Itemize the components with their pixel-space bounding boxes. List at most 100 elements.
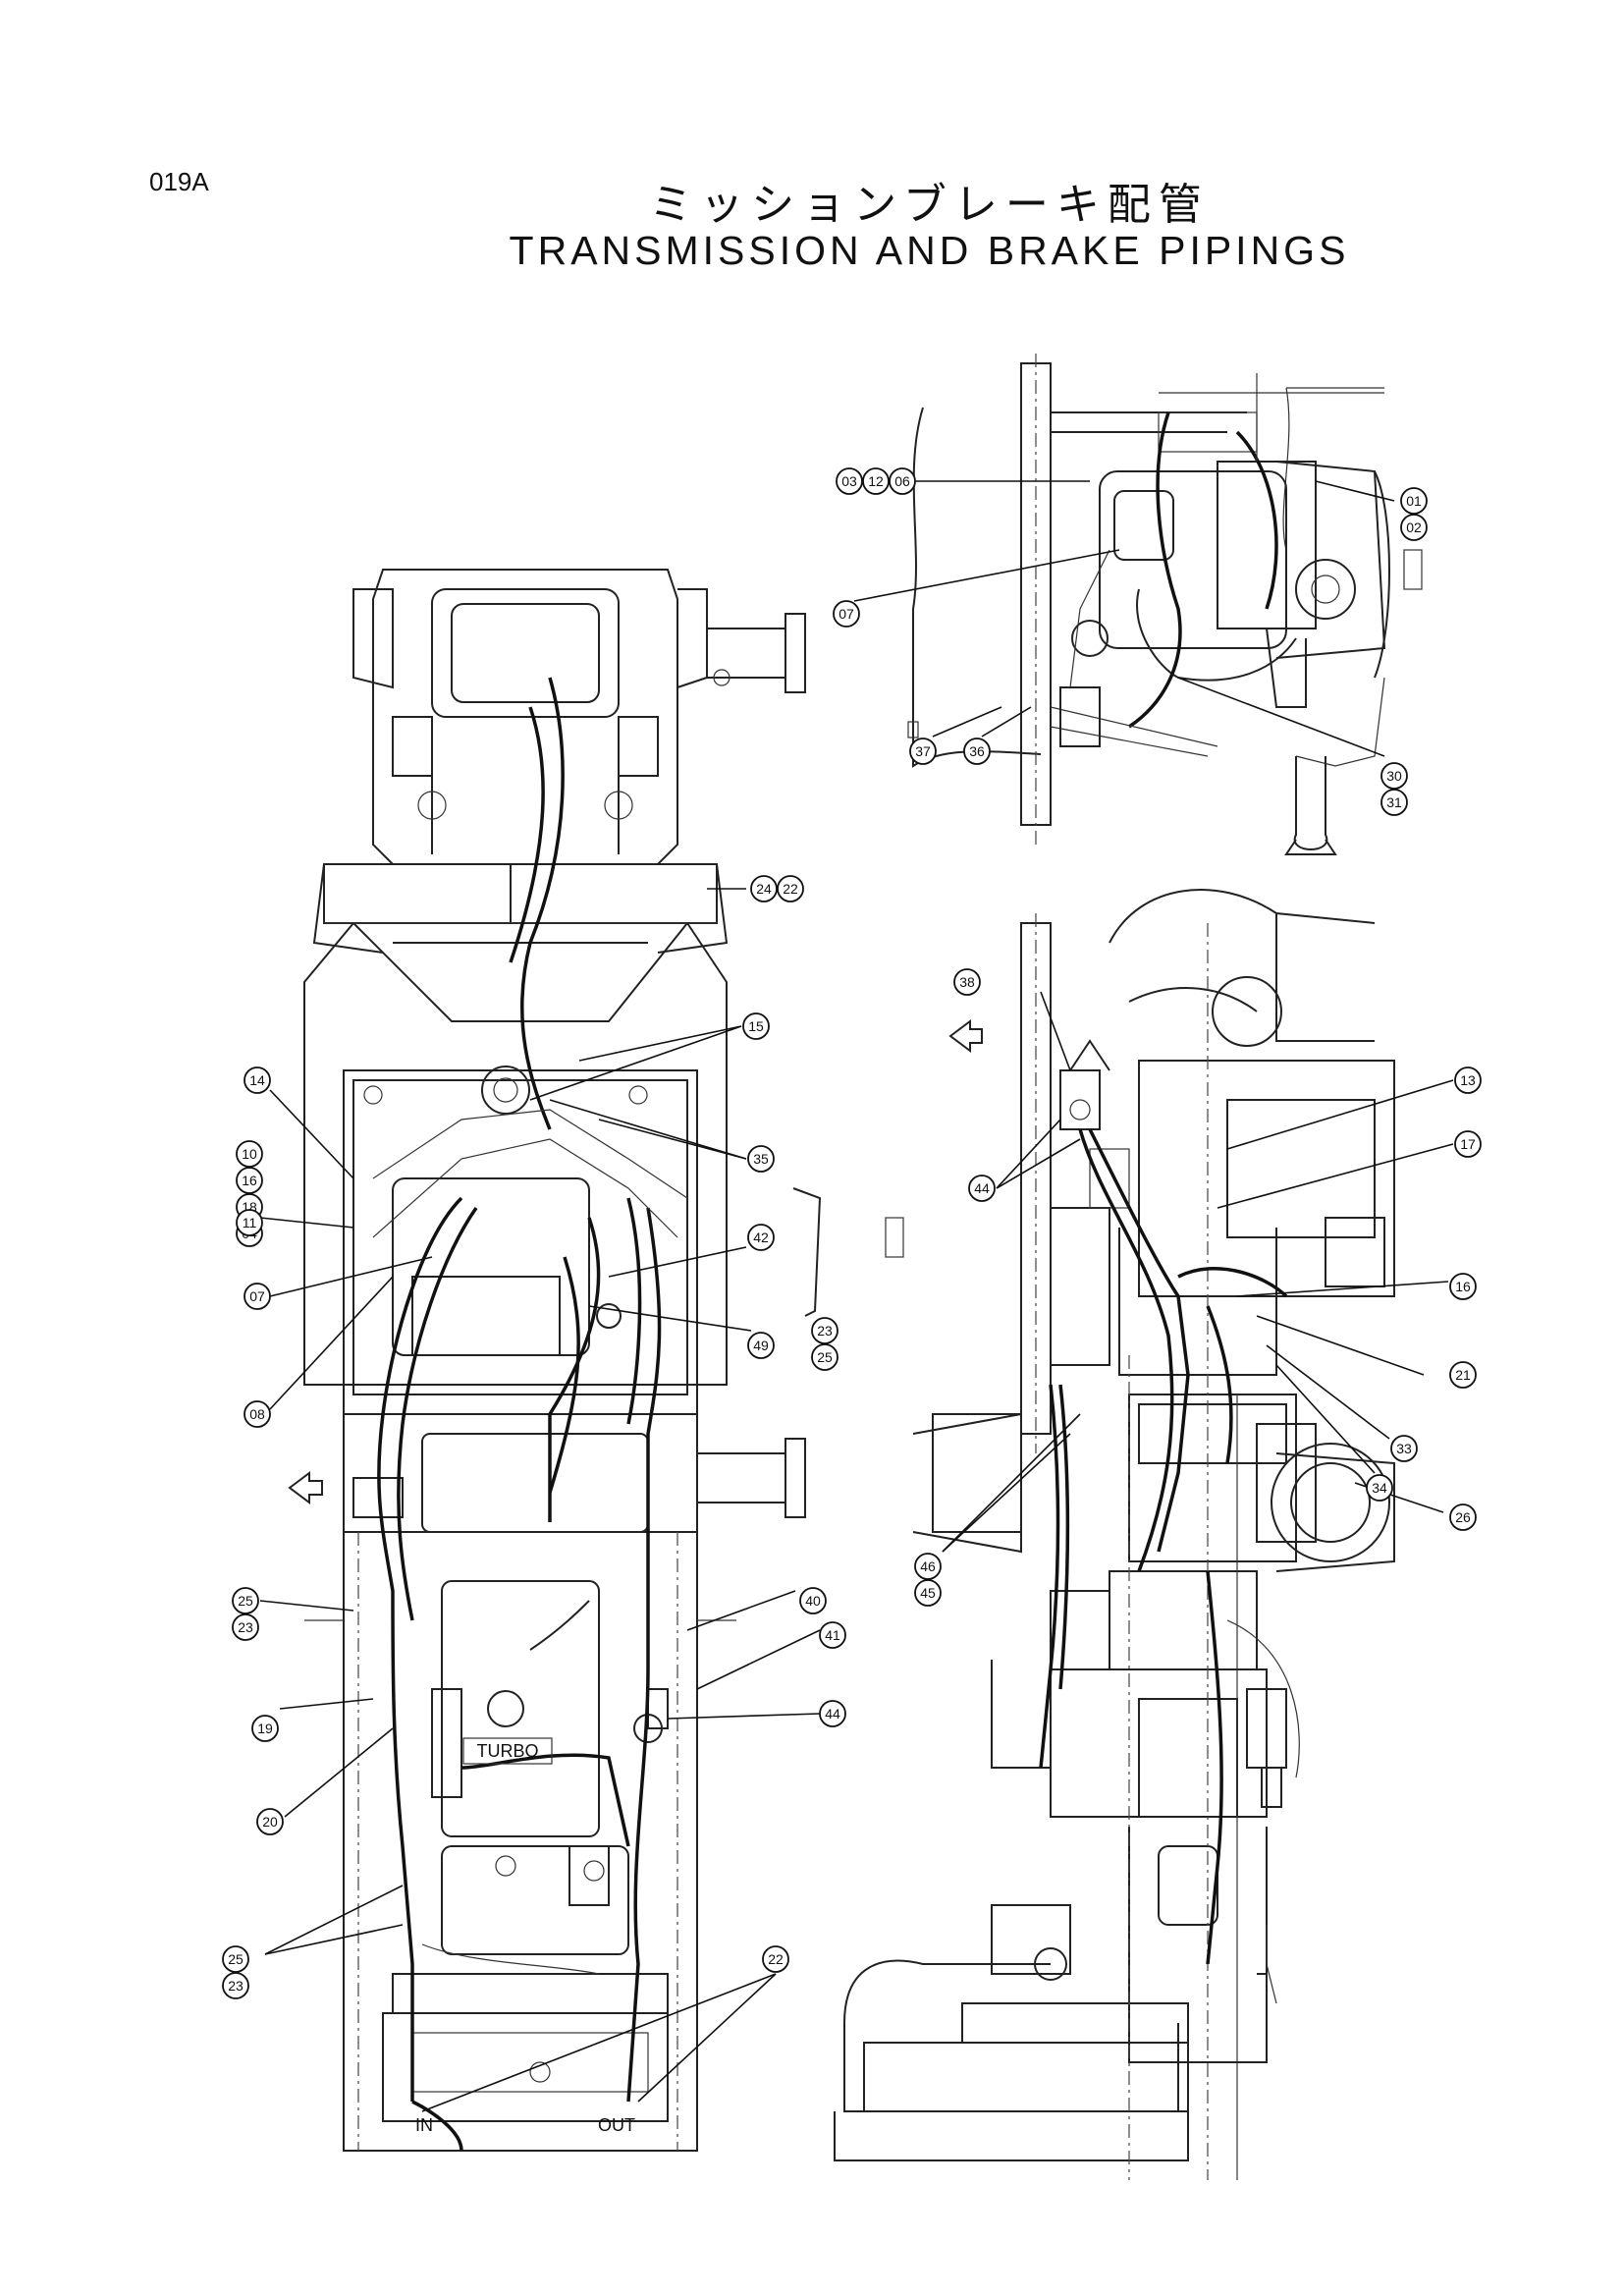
callout-22: 22: [762, 1945, 789, 1973]
callout-circle: [862, 467, 890, 495]
callout-37: 37: [909, 738, 937, 765]
top-right-view: [907, 354, 1423, 855]
callout-number: 34: [1372, 1480, 1387, 1496]
callout-circle: [1380, 789, 1408, 816]
callout-number: 22: [768, 1951, 784, 1967]
callout-20: 20: [256, 1808, 284, 1835]
callout-33: 33: [1390, 1435, 1418, 1462]
callout-number: 08: [249, 1406, 265, 1422]
callout-16: 16: [1449, 1273, 1477, 1300]
callout-circle: [833, 600, 860, 628]
callout-number: 22: [783, 881, 798, 897]
callout-circle: [811, 1343, 839, 1371]
callout-circle: [1366, 1474, 1393, 1502]
callout-number: 44: [974, 1180, 990, 1196]
callout-circle: [236, 1209, 263, 1236]
callout-circle: [243, 1400, 271, 1428]
callout-46-45: 46 45: [914, 1553, 942, 1607]
callout-21: 21: [1449, 1361, 1477, 1389]
callout-circle: [909, 738, 937, 765]
callout-number: 12: [868, 473, 884, 489]
callout-circle: [1400, 514, 1428, 541]
callout-number: 23: [238, 1619, 253, 1635]
port-out-label: OUT: [598, 2115, 635, 2135]
callout-number: 31: [1386, 794, 1402, 810]
callout-number: 35: [753, 1151, 769, 1167]
callout-13: 13: [1454, 1066, 1482, 1094]
bracket-detail: [792, 1187, 822, 1317]
callout-number: 40: [805, 1593, 821, 1609]
callout-number: 03: [841, 473, 857, 489]
callout-number: 20: [262, 1814, 278, 1830]
callout-circle: [747, 1224, 775, 1251]
callout-number: 06: [894, 473, 910, 489]
callout-number: 46: [920, 1558, 936, 1574]
callout-number: 49: [753, 1338, 769, 1353]
callout-circle: [236, 1167, 263, 1194]
callout-number: 30: [1386, 768, 1402, 784]
callout-07-left: 07: [243, 1283, 271, 1310]
callout-38: 38: [953, 968, 981, 996]
callout-number: 42: [753, 1230, 769, 1245]
callout-number: 14: [249, 1072, 265, 1088]
title-japanese: ミッションブレーキ配管: [649, 181, 1210, 229]
callout-number: 23: [817, 1323, 833, 1339]
callout-number: 26: [1455, 1509, 1471, 1525]
callout-circle: [1449, 1361, 1477, 1389]
callout-circle: [243, 1066, 271, 1094]
callout-circle: [750, 875, 778, 902]
callout-number: 25: [228, 1951, 243, 1967]
callout-number: 16: [242, 1173, 257, 1188]
callout-circle: [1400, 487, 1428, 515]
turbo-plate: [462, 1737, 553, 1765]
page-code: 019A: [149, 167, 209, 196]
callout-number: 45: [920, 1585, 936, 1601]
callout-number: 36: [969, 743, 985, 759]
callout-08: 08: [243, 1400, 271, 1428]
callout-number: 21: [1455, 1367, 1471, 1383]
callout-circle: [963, 738, 991, 765]
callout-number: 38: [959, 974, 975, 990]
callout-15: 15: [742, 1012, 770, 1040]
callout-number: 17: [1460, 1136, 1476, 1152]
callout-25-23-upper: 25 23: [232, 1587, 259, 1641]
callout-19: 19: [251, 1715, 279, 1742]
left-plan-view: [303, 569, 806, 2152]
title-english: TRANSMISSION AND BRAKE PIPINGS: [509, 228, 1350, 273]
callout-14: 14: [243, 1066, 271, 1094]
callout-42: 42: [747, 1224, 775, 1251]
callout-circle: [1449, 1273, 1477, 1300]
callout-number: 13: [1460, 1072, 1476, 1088]
pipe-clamp-detail: [885, 1217, 904, 1258]
callout-circle: [819, 1700, 846, 1727]
callout-34: 34: [1366, 1474, 1393, 1502]
callout-number: 25: [238, 1593, 253, 1609]
callout-30-31: 30 31: [1380, 762, 1408, 816]
callout-circle: [236, 1140, 263, 1168]
callout-circle: [968, 1175, 996, 1202]
callout-circle: [1449, 1503, 1477, 1531]
callout-number: 11: [243, 1215, 257, 1230]
callout-number: 25: [817, 1349, 833, 1365]
callout-35: 35: [747, 1145, 775, 1173]
callout-36: 36: [963, 738, 991, 765]
callout-41: 41: [819, 1621, 846, 1649]
port-in-label: IN: [415, 2115, 433, 2135]
callout-circle: [747, 1332, 775, 1359]
callout-23-25-mid: 23 25: [811, 1317, 839, 1371]
callout-circle: [914, 1579, 942, 1607]
callout-number: 44: [825, 1706, 840, 1722]
callout-circle: [222, 1972, 249, 1999]
callout-circle: [1454, 1066, 1482, 1094]
callout-circle: [836, 467, 863, 495]
callout-circle: [256, 1808, 284, 1835]
callout-circle: [762, 1945, 789, 1973]
callout-circle: [819, 1621, 846, 1649]
callout-circle: [914, 1553, 942, 1580]
callout-circle: [742, 1012, 770, 1040]
callout-26: 26: [1449, 1503, 1477, 1531]
